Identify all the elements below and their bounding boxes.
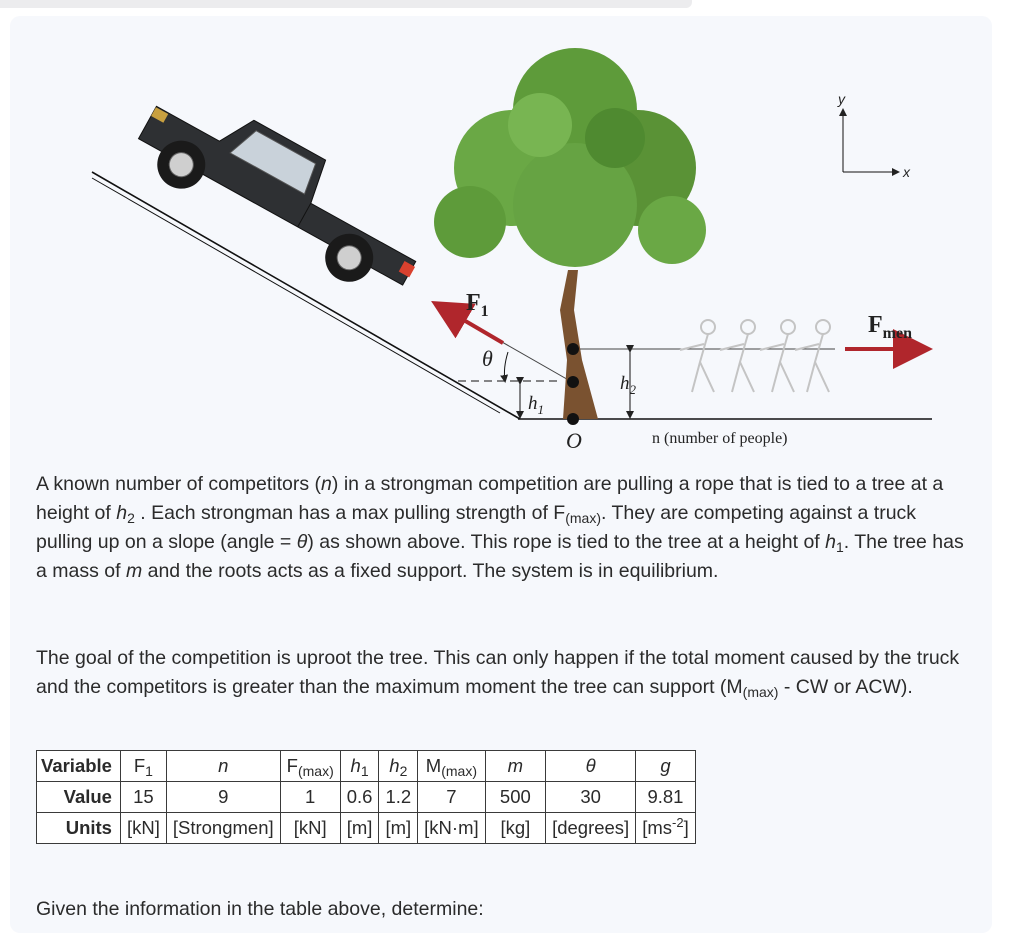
table-cell: [ms-2] <box>635 812 696 844</box>
table-cell: [kg] <box>484 812 547 844</box>
table-cell: h2 <box>378 750 419 782</box>
h1-label: h1 <box>528 393 544 417</box>
table-cell: 30 <box>545 781 637 813</box>
table-cell: 1 <box>279 781 341 813</box>
table-cell: [degrees] <box>545 812 637 844</box>
origin-point <box>567 413 579 425</box>
fmen-label: Fmen <box>868 312 912 342</box>
pickup-truck-icon <box>137 105 417 286</box>
table-cell: 15 <box>119 781 167 813</box>
table-header-row: Variable F1 n F(max) h1 h2 M(max) m θ g <box>36 750 696 782</box>
problem-paragraph-2: The goal of the competition is uproot th… <box>36 647 960 700</box>
strongmen-figures-icon <box>679 319 831 393</box>
table-cell: [kN] <box>119 812 167 844</box>
top-bar <box>0 0 692 8</box>
table-cell: 500 <box>484 781 547 813</box>
table-row-label: Variable <box>36 750 121 782</box>
table-cell: F1 <box>119 750 167 782</box>
table-value-row: Value 15 9 1 0.6 1.2 7 500 30 9.81 <box>36 781 696 813</box>
f1-label: F1 <box>466 290 489 320</box>
table-cell: [m] <box>378 812 419 844</box>
h2-label: h2 <box>620 373 637 397</box>
table-cell: [m] <box>339 812 380 844</box>
x-axis-label: x <box>902 164 911 180</box>
table-cell: [kN·m] <box>417 812 486 844</box>
problem-paragraph-1: A known number of competitors (n) in a s… <box>36 473 964 582</box>
table-cell: 9 <box>165 781 281 813</box>
n-caption: n (number of people) <box>652 430 788 447</box>
theta-arc <box>500 351 509 383</box>
variables-table: Variable F1 n F(max) h1 h2 M(max) m θ g … <box>36 750 696 844</box>
table-cell: θ <box>545 750 637 782</box>
theta-label: θ <box>482 346 493 371</box>
table-cell: m <box>484 750 547 782</box>
closing-text: Given the information in the table above… <box>36 898 484 920</box>
table-cell: 1.2 <box>378 781 419 813</box>
table-units-row: Units [kN] [Strongmen] [kN] [m] [m] [kN·… <box>36 812 696 844</box>
table-cell: 7 <box>417 781 486 813</box>
problem-figure: F1 θ h1 O h2 n (numbe <box>91 48 933 453</box>
table-cell: 9.81 <box>635 781 696 813</box>
table-cell: [Strongmen] <box>165 812 281 844</box>
table-cell: n <box>165 750 281 782</box>
table-cell: M(max) <box>417 750 486 782</box>
slope-line-lower <box>91 177 501 414</box>
y-axis-label: y <box>837 91 846 107</box>
rope-point-h2 <box>567 343 579 355</box>
slope-line <box>91 171 521 420</box>
origin-label: O <box>566 428 582 453</box>
force-arrow-f1 <box>431 300 505 345</box>
tree-icon <box>434 48 706 419</box>
table-cell: 0.6 <box>339 781 380 813</box>
table-row-label: Units <box>36 812 121 844</box>
table-cell: g <box>635 750 696 782</box>
table-cell: h1 <box>339 750 380 782</box>
table-cell: [kN] <box>279 812 341 844</box>
table-cell: F(max) <box>279 750 341 782</box>
table-row-label: Value <box>36 781 121 813</box>
rope-point-h1 <box>567 376 579 388</box>
